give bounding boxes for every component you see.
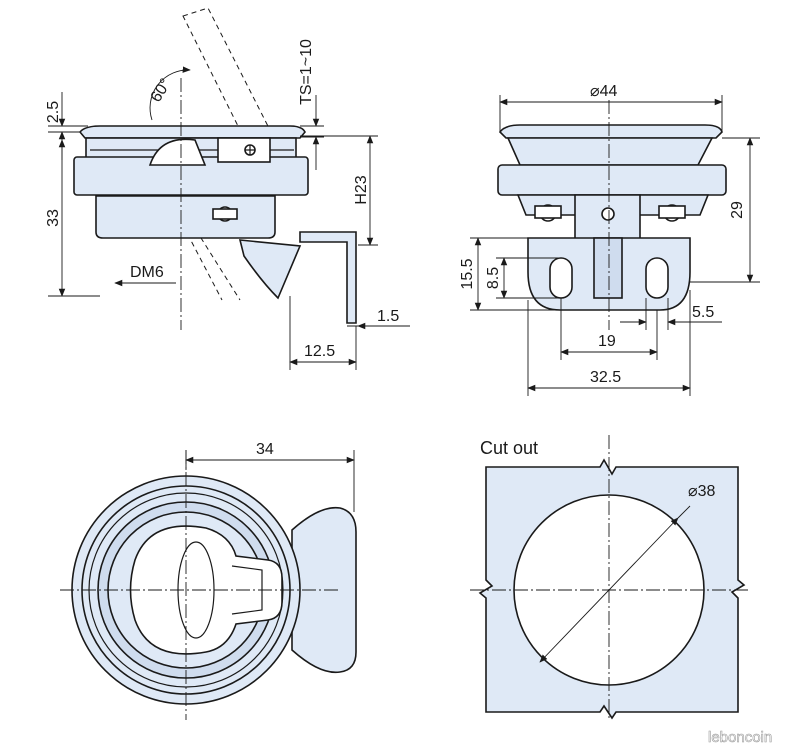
top-view: 34 [60, 441, 357, 720]
label-dm6: DM6 [130, 264, 164, 281]
label-19: 19 [598, 333, 616, 350]
watermark-text: leboncoin [708, 729, 772, 746]
label-diameter-38: ⌀38 [688, 483, 716, 500]
label-diameter-44: ⌀44 [590, 83, 618, 100]
label-5-5: 5.5 [692, 304, 714, 321]
label-1-5: 1.5 [377, 308, 399, 325]
label-60: 60° [148, 76, 175, 106]
label-ts-range: TS=1~10 [298, 39, 315, 105]
front-view: ⌀44 29 15.5 8.5 5.5 19 32.5 [459, 83, 760, 396]
side-view: 2.5 33 60° TS=1~10 H23 DM6 1.5 12.5 [45, 7, 410, 370]
label-29: 29 [729, 201, 746, 219]
cutout-title: Cut out [480, 438, 538, 458]
label-12-5: 12.5 [304, 343, 335, 360]
label-32-5: 32.5 [590, 369, 621, 386]
label-8-5: 8.5 [485, 267, 502, 289]
label-h23: H23 [353, 175, 370, 204]
label-34: 34 [256, 441, 274, 458]
label-15-5: 15.5 [459, 258, 476, 289]
label-33: 33 [45, 209, 62, 227]
cutout-view: ⌀38 Cut out [470, 435, 750, 720]
label-2-5: 2.5 [45, 101, 62, 123]
